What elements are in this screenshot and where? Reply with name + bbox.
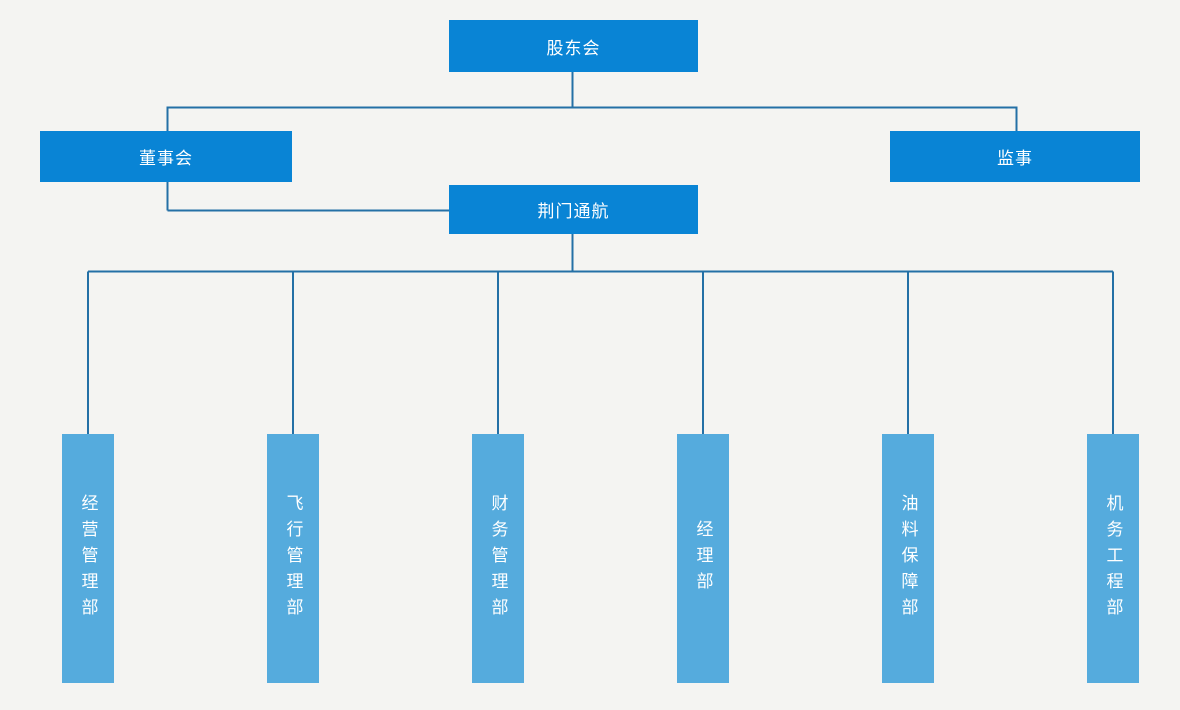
node-supervisor-label: 监事 <box>997 149 1033 168</box>
node-dept-maintenance-engineering: 机务工程部 <box>1087 434 1139 683</box>
node-board-label: 董事会 <box>139 149 193 168</box>
dept-label: 经营管理部 <box>78 493 98 624</box>
node-dept-flight-management: 飞行管理部 <box>267 434 319 683</box>
dept-label: 机务工程部 <box>1103 493 1123 624</box>
node-company: 荆门通航 <box>449 185 698 234</box>
node-dept-fuel-support: 油料保障部 <box>882 434 934 683</box>
dept-label: 飞行管理部 <box>283 493 303 624</box>
node-dept-business-management: 经营管理部 <box>62 434 114 683</box>
dept-label: 财务管理部 <box>488 493 508 624</box>
node-dept-finance-management: 财务管理部 <box>472 434 524 683</box>
node-supervisor: 监事 <box>890 131 1140 182</box>
node-shareholders-label: 股东会 <box>546 38 601 58</box>
node-shareholders-meeting: 股东会 <box>449 20 698 72</box>
dept-label: 经理部 <box>693 519 713 598</box>
node-dept-manager: 经理部 <box>677 434 729 683</box>
node-board-of-directors: 董事会 <box>40 131 292 182</box>
node-company-label: 荆门通航 <box>537 202 610 221</box>
dept-label: 油料保障部 <box>898 493 918 624</box>
